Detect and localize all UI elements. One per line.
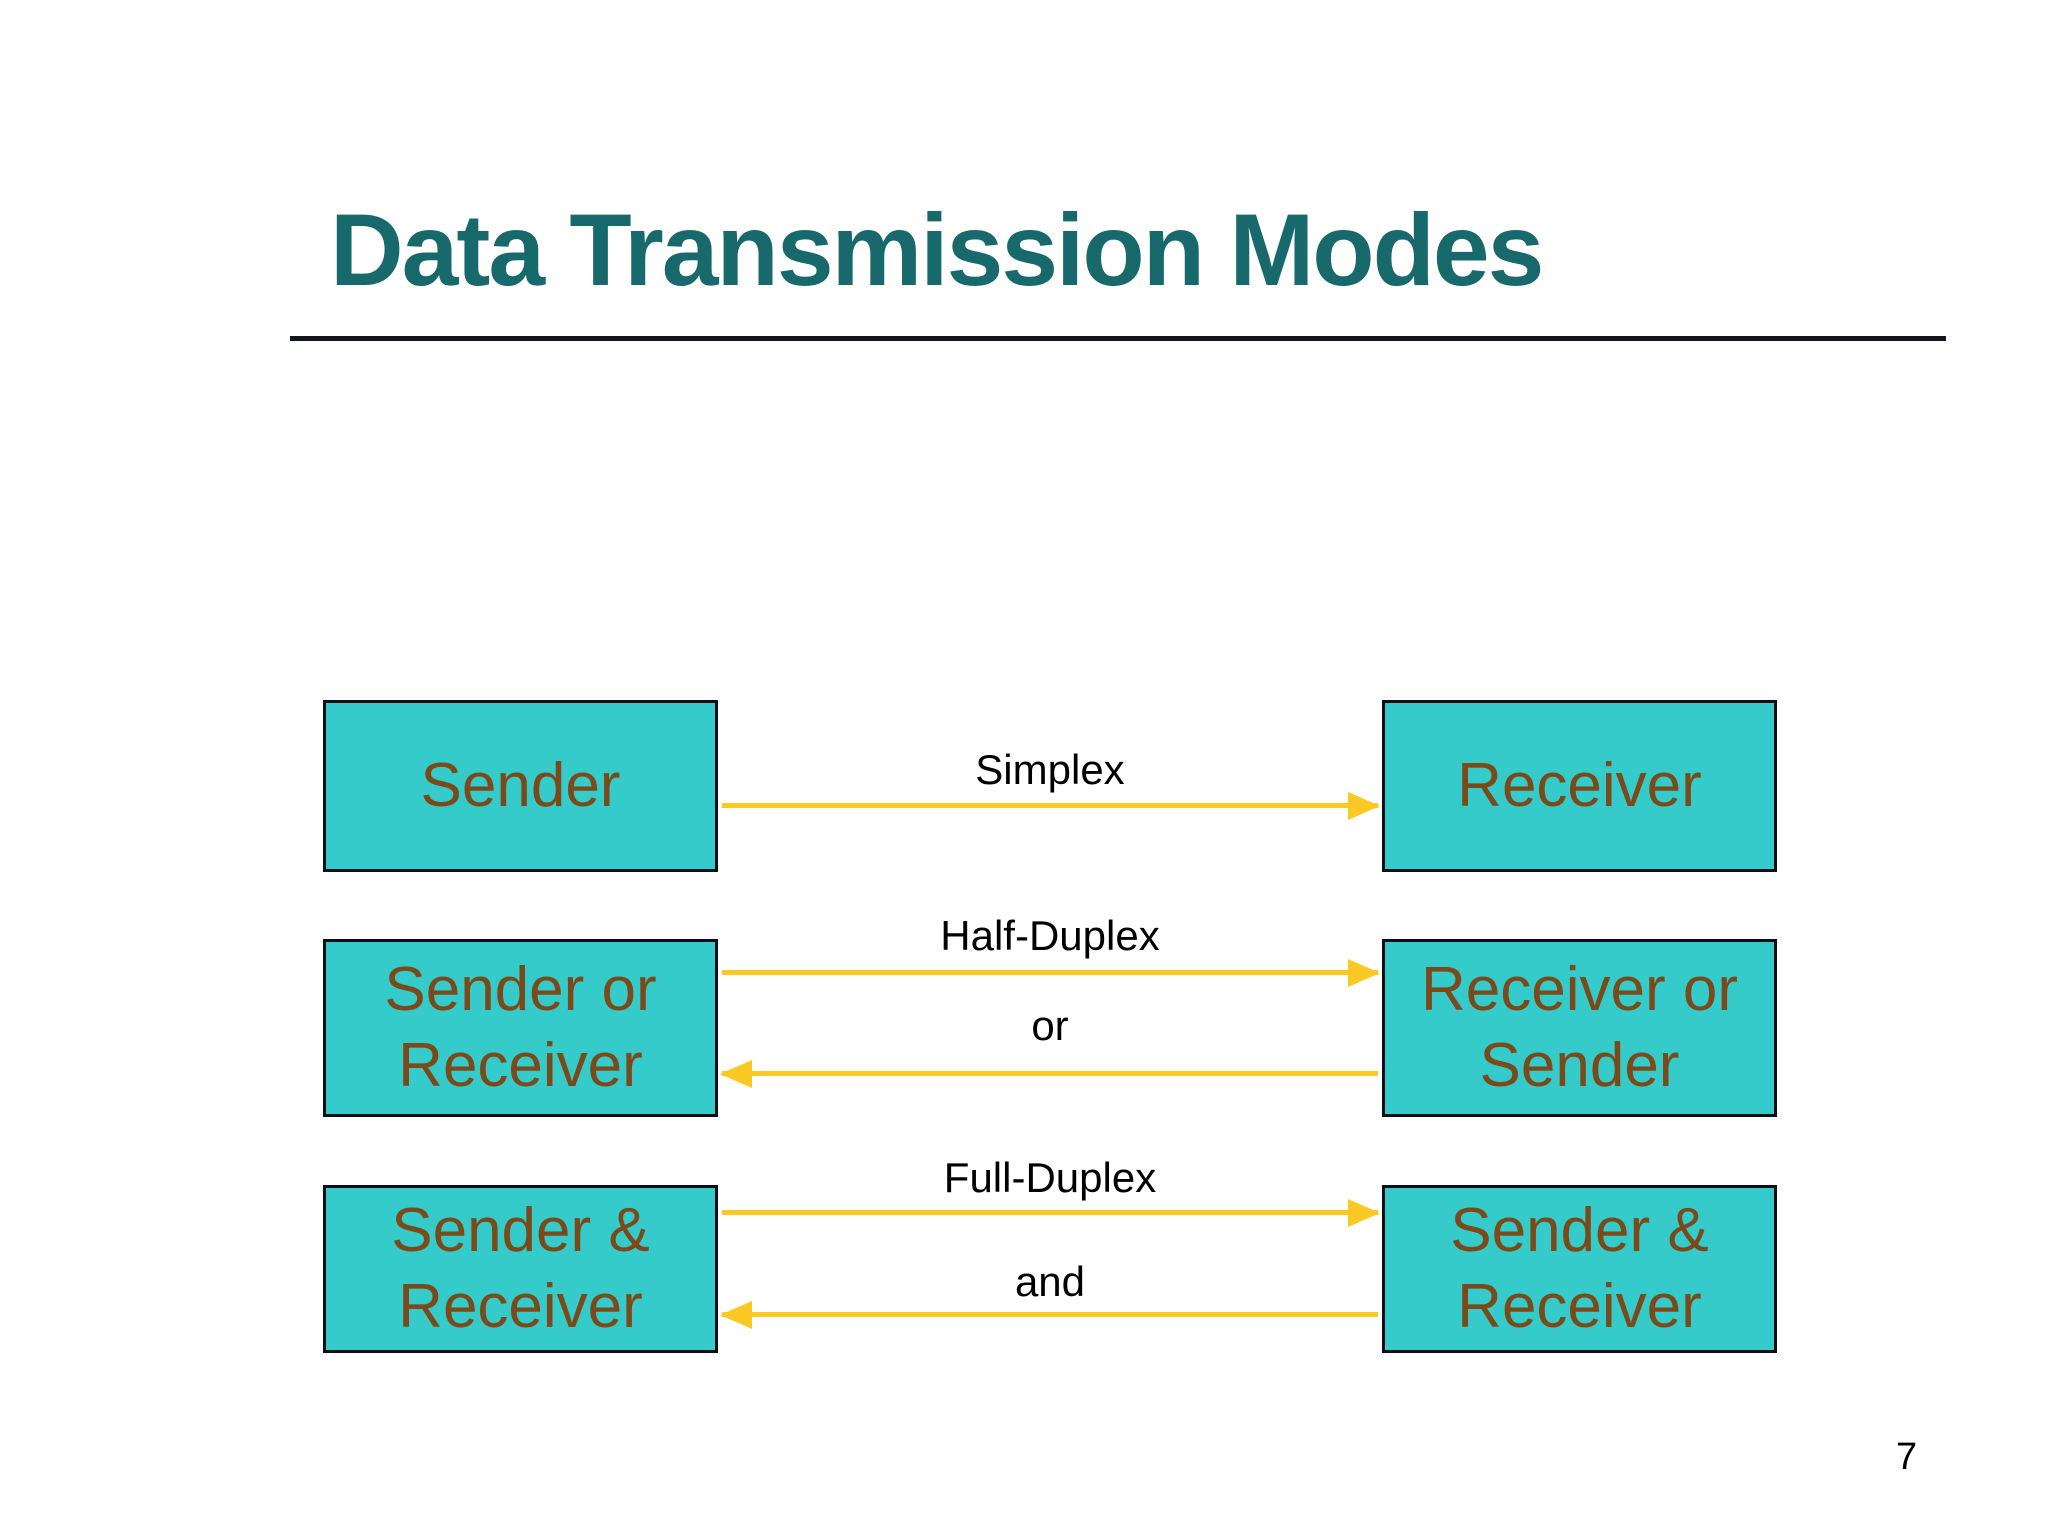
full-duplex-label: Full-Duplex: [943, 1154, 1157, 1201]
full-duplex-conjunction-label: and: [1014, 1258, 1086, 1305]
sender-box: Sender: [323, 700, 718, 872]
full-duplex-forward-arrow-icon: [722, 1210, 1378, 1215]
full-duplex-reverse-arrow-icon: [722, 1312, 1378, 1317]
simplex-label: Simplex: [975, 746, 1125, 793]
title-divider: [290, 336, 1946, 341]
slide-title: Data Transmission Modes: [330, 193, 1544, 307]
half-duplex-reverse-arrow-icon: [722, 1071, 1378, 1076]
half-duplex-conjunction-label: or: [1031, 1002, 1069, 1049]
receiver-box: Receiver: [1382, 700, 1777, 872]
sender-or-receiver-box: Sender or Receiver: [323, 939, 718, 1117]
sender-and-receiver-box-left: Sender & Receiver: [323, 1185, 718, 1353]
simplex-arrow-right-icon: [722, 803, 1378, 808]
page-number: 7: [1896, 1436, 1918, 1478]
half-duplex-forward-arrow-icon: [722, 970, 1378, 975]
sender-and-receiver-box-right: Sender & Receiver: [1382, 1185, 1777, 1353]
half-duplex-label: Half-Duplex: [940, 912, 1160, 959]
receiver-or-sender-box: Receiver or Sender: [1382, 939, 1777, 1117]
